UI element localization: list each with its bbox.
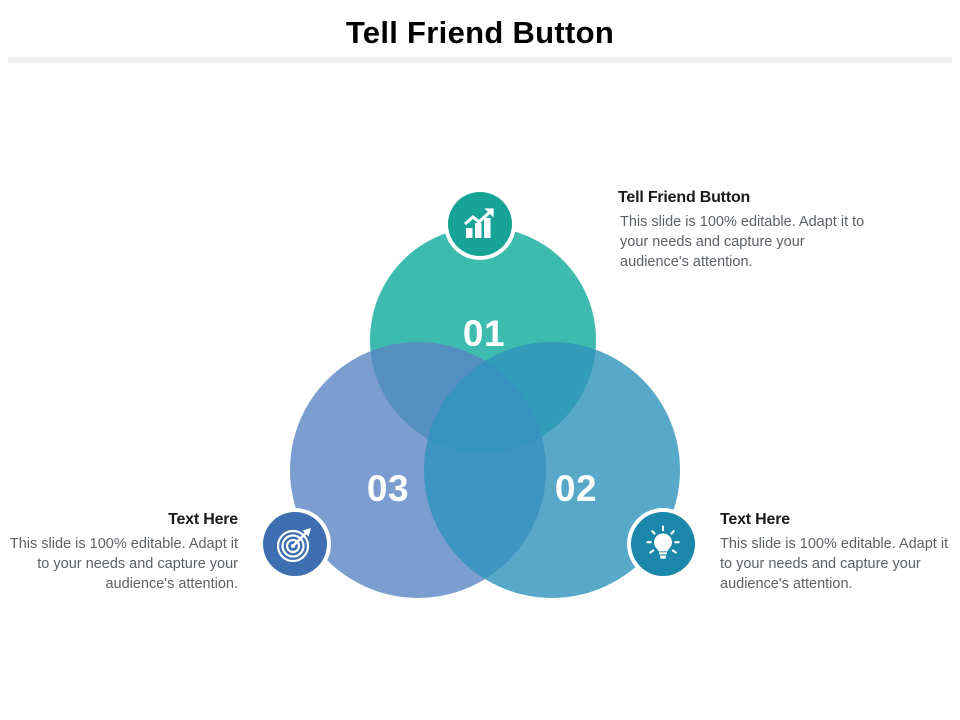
bar-chart-growth-icon xyxy=(463,208,494,238)
venn-circle-02[interactable] xyxy=(424,342,680,598)
icon-badge-left[interactable] xyxy=(259,508,331,580)
venn-number-02: 02 xyxy=(554,468,598,509)
text-block-left-heading: Text Here xyxy=(168,511,238,528)
icon-disc-top xyxy=(448,192,512,256)
text-block-left: Text Here This slide is 100% editable. A… xyxy=(2,510,238,594)
lightbulb-idea-icon xyxy=(646,525,680,559)
icon-badge-right[interactable] xyxy=(627,508,699,580)
icon-disc-right xyxy=(631,512,695,576)
text-block-right-body: This slide is 100% editable. Adapt it to… xyxy=(720,536,949,592)
text-block-right: Text Here This slide is 100% editable. A… xyxy=(720,510,960,594)
text-block-top-right: Tell Friend Button This slide is 100% ed… xyxy=(618,188,868,272)
venn-svg xyxy=(290,227,680,598)
text-block-top-right-body: This slide is 100% editable. Adapt it to… xyxy=(620,214,865,270)
title-divider xyxy=(8,57,952,63)
venn-number-03: 03 xyxy=(366,468,410,509)
icon-disc-left xyxy=(263,512,327,576)
venn-number-01: 01 xyxy=(462,313,506,354)
venn-diagram xyxy=(255,200,715,610)
text-block-right-heading: Text Here xyxy=(720,511,790,528)
text-block-top-right-heading: Tell Friend Button xyxy=(618,189,751,206)
icon-badge-top[interactable] xyxy=(444,188,516,260)
page-title: Tell Friend Button xyxy=(345,15,615,50)
text-block-left-body: This slide is 100% editable. Adapt it to… xyxy=(9,536,238,592)
target-dart-icon xyxy=(276,528,311,563)
